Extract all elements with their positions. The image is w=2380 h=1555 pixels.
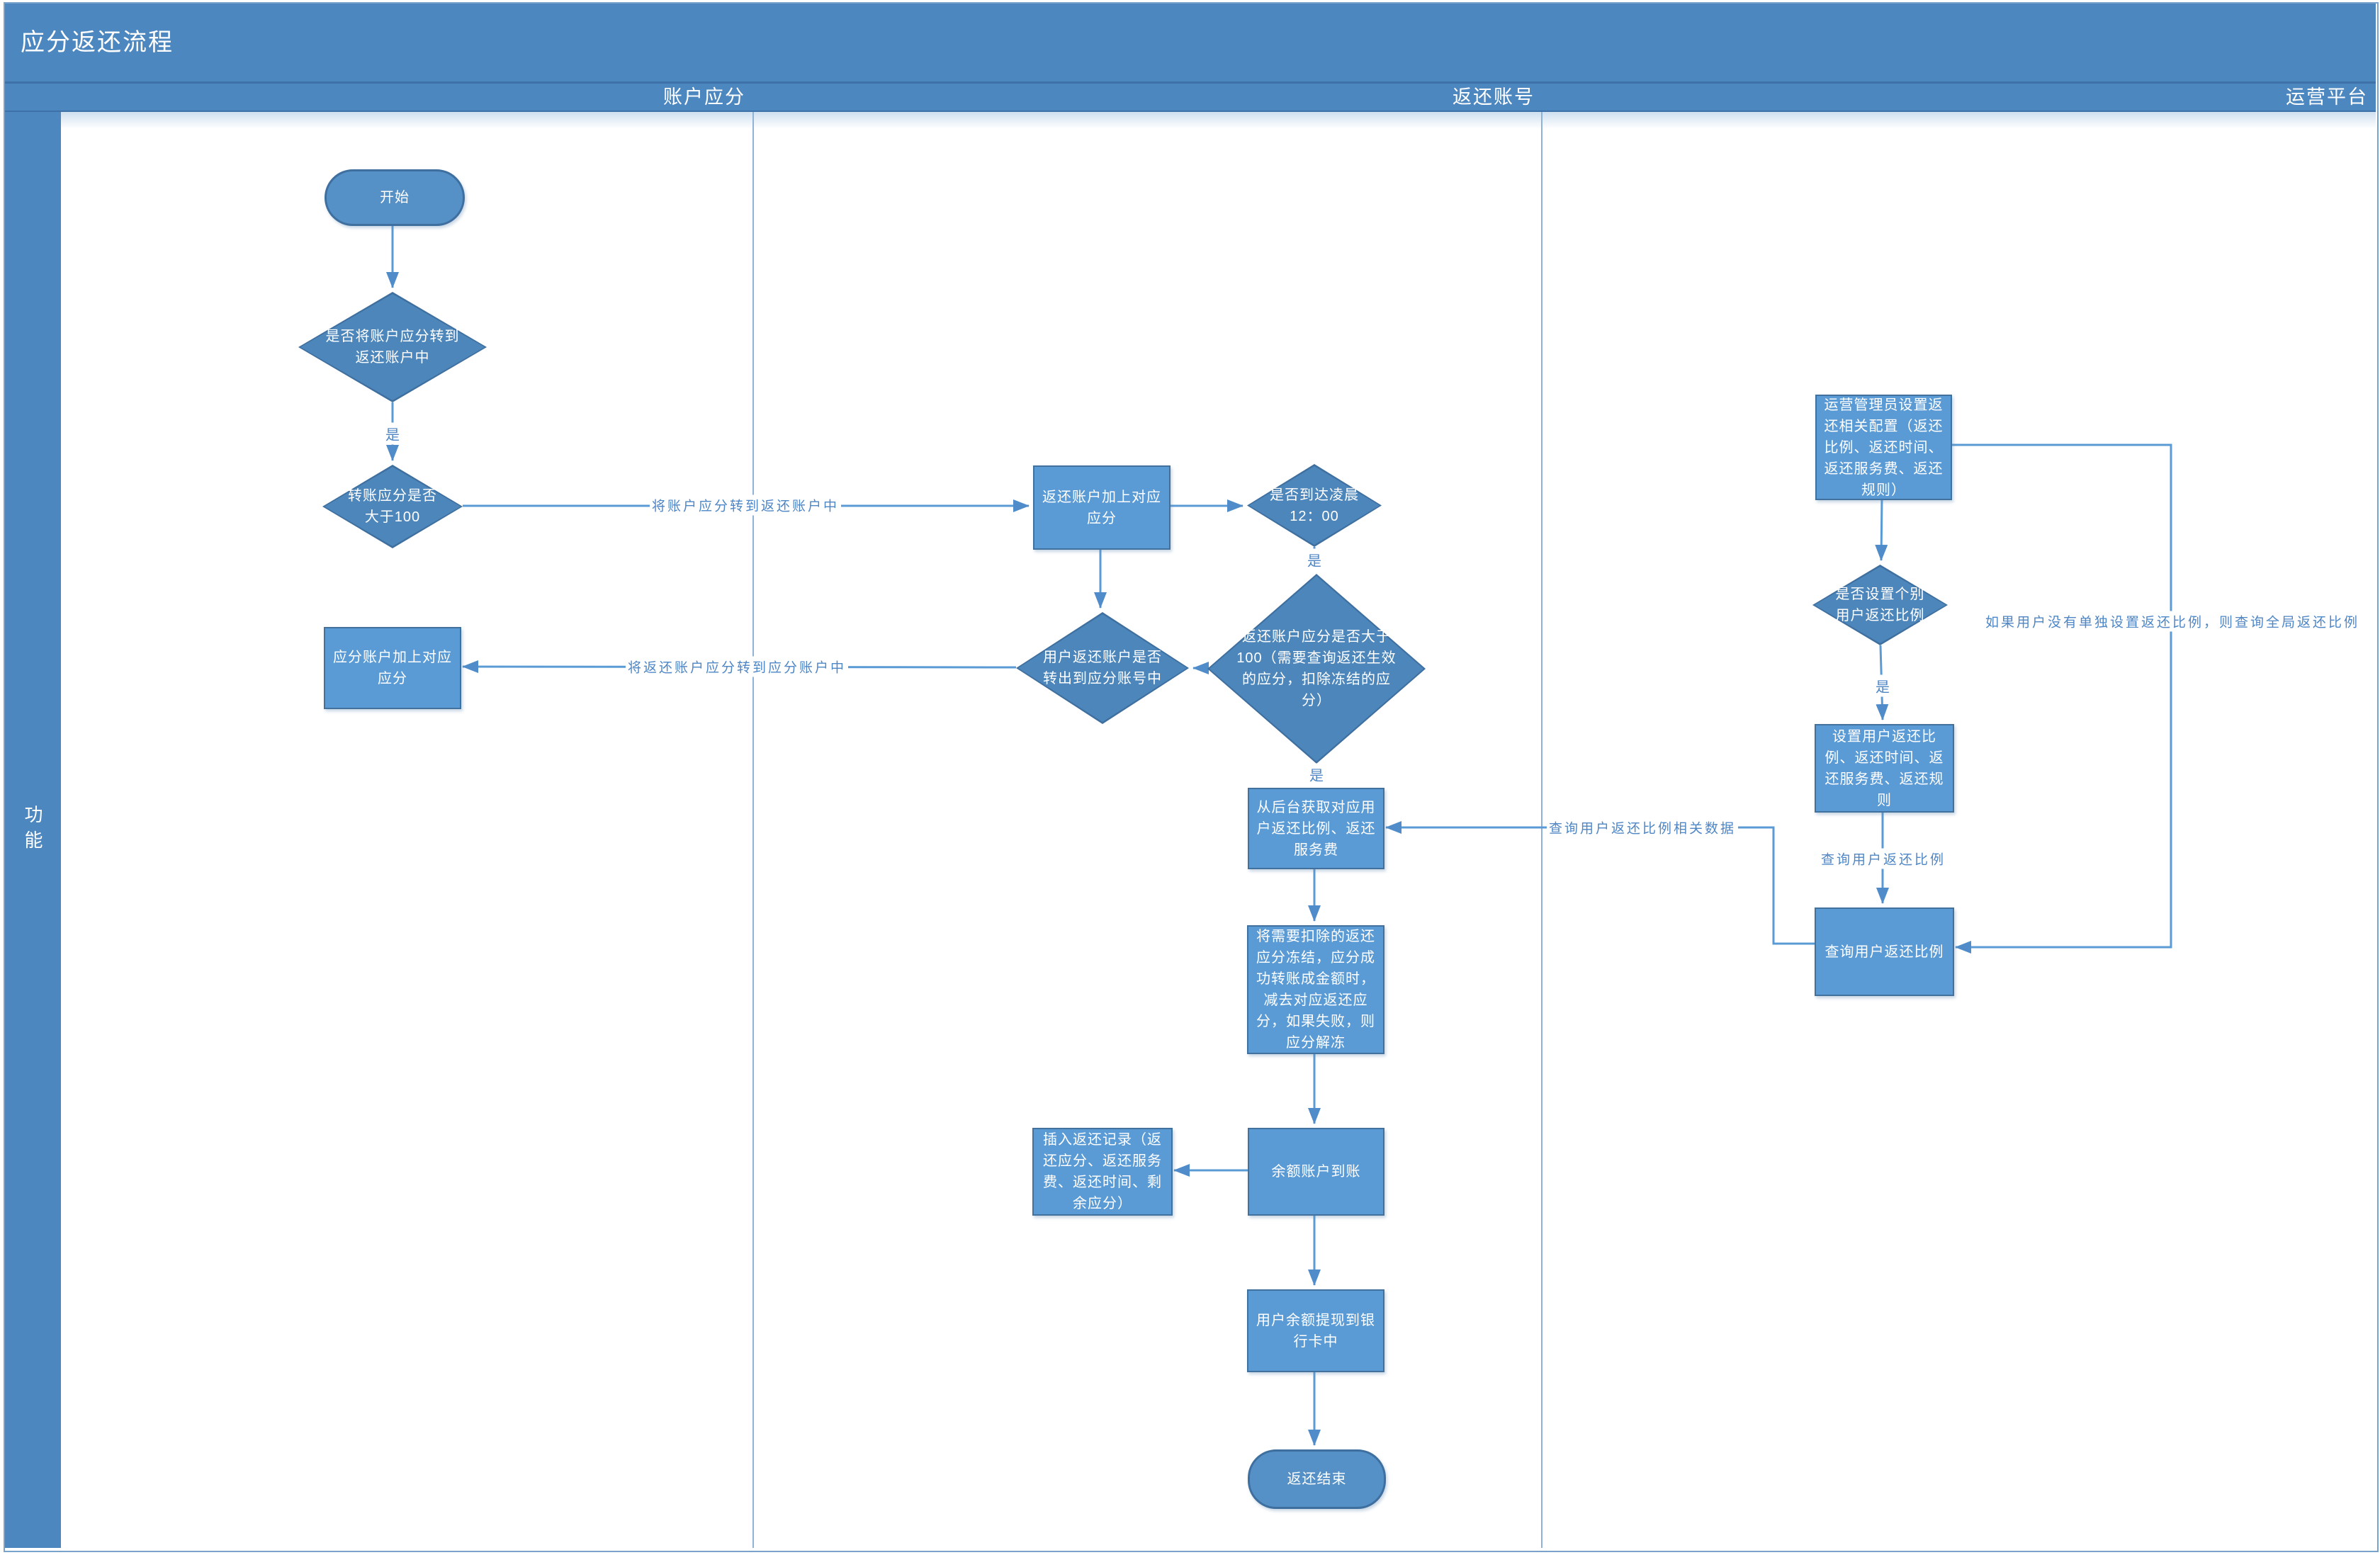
edge-label-yes-3: 是 (1307, 763, 1326, 786)
process-withdraw-to-bank-card: 用户余额提现到银 行卡中 (1247, 1289, 1384, 1372)
lane-header-ops-platform: 运营平台 (2286, 86, 2368, 108)
header-shadow-gradient (5, 112, 2376, 129)
lane-divider-2 (1541, 112, 1543, 1548)
edge-label-yes-1: 是 (383, 422, 402, 445)
lane-header-band (5, 84, 2376, 112)
process-freeze-return-share: 将需要扣除的返还 应分冻结，应分成 功转账成金额时， 减去对应返还应 分，如果失… (1247, 925, 1384, 1054)
process-return-account-add: 返还账户加上对应 应分 (1033, 465, 1171, 550)
process-insert-return-record: 插入返还记录（返 还应分、返还服务 费、返还时间、剩 余应分） (1032, 1128, 1173, 1216)
title-bar: 应分返还流程 (5, 4, 2376, 84)
edge-label-yes-4: 是 (1873, 674, 1892, 697)
lane-divider-1 (752, 112, 754, 1548)
edge-label-query-ratio-data: 查询用户返还比例相关数据 (1546, 817, 1739, 838)
node-end: 返还结束 (1248, 1449, 1386, 1509)
lane-header-account-share: 账户应分 (663, 86, 745, 108)
node-start: 开始 (325, 169, 465, 226)
edge-label-global-ratio-note: 如果用户没有单独设置返还比例，则查询全局返还比例 (1983, 611, 2362, 632)
process-share-account-add: 应分账户加上对应 应分 (324, 627, 461, 709)
edge-label-query-user-ratio: 查询用户返还比例 (1818, 848, 1948, 869)
sidebar-function-label: 功能 (22, 804, 43, 856)
sidebar-function: 功能 (5, 112, 61, 1548)
edge-label-transfer-to-share: 将返还账户应分转到应分账户中 (625, 656, 849, 677)
outer-border (4, 2, 2379, 1552)
process-query-user-ratio: 查询用户返还比例 (1815, 907, 1954, 996)
process-fetch-user-ratio: 从后台获取对应用 户返还比例、返还 服务费 (1248, 788, 1384, 869)
process-admin-config-return: 运营管理员设置返 还相关配置（返还 比例、返还时间、 返还服务费、返还 规则） (1815, 395, 1952, 500)
page-title: 应分返还流程 (21, 29, 174, 56)
edge-label-transfer-to-return: 将账户应分转到返还账户中 (649, 494, 842, 516)
edge-admin-to-query-global (1949, 443, 2172, 954)
process-balance-arrival: 余额账户到账 (1248, 1128, 1384, 1216)
edge-query-to-fetch-ratio (1385, 821, 1815, 945)
process-set-user-ratio: 设置用户返还比 例、返还时间、返 还服务费、返还规 则 (1815, 724, 1954, 813)
lane-header-return-account: 返还账号 (1453, 86, 1535, 108)
edge-label-yes-2: 是 (1305, 548, 1324, 571)
edge-admin-to-individual (1875, 497, 1888, 561)
